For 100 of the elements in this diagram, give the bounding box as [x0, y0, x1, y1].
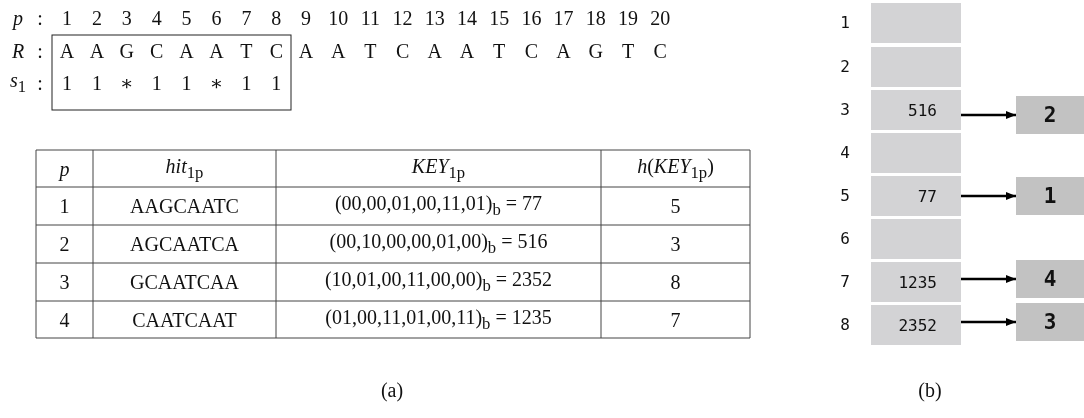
position-number: 9: [301, 8, 311, 28]
sequence-letter: T: [364, 41, 377, 61]
position-number: 4: [151, 8, 162, 28]
row-label: s$_{1}$: [9, 70, 27, 96]
colon: :: [37, 8, 43, 28]
position-number: 6: [211, 8, 222, 28]
slot-number: 2: [840, 59, 850, 75]
position-number: 4: [59, 309, 70, 330]
position-number: 14: [457, 8, 477, 28]
sequence-letter: C: [269, 41, 283, 61]
hash-value: 7: [670, 309, 681, 330]
position-number: 10: [328, 8, 349, 28]
column-header: p: [59, 158, 70, 179]
key-formula: (00,00,01,00,11,01)$_{b}$ = 77: [334, 193, 543, 219]
key-formula: (00,10,00,00,01,00)$_{b}$ = 516: [329, 231, 548, 257]
hit-index-box: 4: [1016, 260, 1084, 298]
hash-slot: [871, 3, 961, 43]
seed-mark: ∗: [209, 73, 224, 93]
hit-sequence: CAATCAAT: [132, 309, 237, 330]
sequence-letter: A: [59, 41, 75, 61]
hash-slot: 77: [871, 176, 961, 216]
sequence-letter: C: [653, 41, 667, 61]
caption: (b): [918, 380, 942, 400]
sequence-letter: A: [298, 41, 314, 61]
seed-mark: 1: [241, 73, 252, 93]
column-header: hit$_{1p}$: [165, 155, 204, 182]
sequence-letter: A: [179, 41, 194, 61]
position-number: 12: [392, 8, 413, 28]
hit-index-box: 3: [1016, 303, 1084, 341]
position-number: 3: [121, 8, 132, 28]
sequence-letter: T: [621, 41, 635, 61]
position-number: 2: [91, 8, 102, 28]
sequence-letter: C: [524, 41, 539, 61]
seed-mark: 1: [62, 73, 72, 93]
slot-number: 1: [840, 15, 850, 31]
position-number: 11: [360, 8, 380, 28]
hash-slot: [871, 47, 961, 87]
sequence-letter: A: [330, 41, 346, 61]
hit-index-box: 1: [1016, 177, 1084, 215]
position-number: 5: [181, 8, 192, 28]
sequence-letter: T: [240, 41, 253, 61]
arrow: [961, 111, 1016, 119]
seed-mark: ∗: [120, 73, 134, 93]
key-formula: (10,01,00,11,00,00)$_{b}$ = 2352: [324, 269, 553, 295]
hit-sequence: AGCAATCA: [130, 234, 239, 254]
position-number: 19: [618, 8, 638, 28]
slot-number: 5: [840, 188, 850, 204]
position-number: 7: [241, 8, 252, 28]
slot-number: 6: [840, 231, 850, 247]
hash-slot: [871, 219, 961, 259]
slot-number: 7: [840, 274, 850, 290]
position-number: 1: [59, 196, 70, 216]
caption: (a): [380, 380, 404, 400]
colon: :: [37, 73, 43, 93]
position-number: 20: [650, 8, 671, 28]
seed-mark: 1: [151, 73, 162, 93]
seed-mark: 1: [181, 73, 192, 93]
sequence-letter: G: [119, 41, 134, 61]
position-number: 8: [271, 8, 282, 28]
position-number: 17: [553, 8, 574, 28]
hash-value: 8: [670, 272, 681, 292]
position-number: 3: [59, 272, 70, 292]
sequence-letter: G: [588, 41, 603, 61]
sequence-letter: A: [459, 41, 475, 61]
hash-value: 3: [670, 234, 681, 254]
hit-index-box: 2: [1016, 96, 1084, 134]
sequence-letter: A: [427, 41, 442, 61]
position-number: 16: [521, 8, 542, 28]
arrow: [961, 318, 1016, 326]
hash-slot: 2352: [871, 305, 961, 345]
slot-number: 8: [840, 317, 850, 333]
sequence-letter: A: [89, 41, 105, 61]
seed-mark: 1: [271, 73, 282, 93]
position-number: 13: [424, 8, 445, 28]
sequence-letter: C: [150, 41, 164, 61]
hash-value: 5: [670, 196, 681, 216]
position-number: 18: [585, 8, 606, 28]
column-header: h(KEY$_{1p}$): [637, 155, 714, 182]
arrow: [961, 192, 1016, 200]
key-formula: (01,00,11,01,00,11)$_{b}$ = 1235: [325, 306, 552, 333]
hash-slot: 516: [871, 90, 961, 130]
position-number: 15: [489, 8, 510, 28]
position-number: 2: [59, 234, 70, 254]
hit-sequence: GCAATCAA: [130, 272, 239, 292]
hash-slot: [871, 133, 961, 173]
column-header: KEY$_{1p}$: [411, 155, 466, 182]
slot-number: 4: [840, 145, 850, 161]
row-label: R: [11, 41, 25, 61]
hash-slot: 1235: [871, 262, 961, 302]
row-label: p: [13, 8, 23, 28]
position-number: 1: [62, 8, 72, 28]
sequence-letter: A: [556, 41, 571, 61]
slot-number: 3: [840, 102, 850, 118]
sequence-letter: C: [395, 41, 410, 61]
hit-sequence: AAGCAATC: [130, 196, 239, 216]
arrow: [961, 275, 1016, 283]
colon: :: [37, 41, 43, 61]
seed-mark: 1: [91, 73, 102, 93]
sequence-letter: A: [209, 41, 224, 61]
sequence-letter: T: [493, 41, 506, 61]
